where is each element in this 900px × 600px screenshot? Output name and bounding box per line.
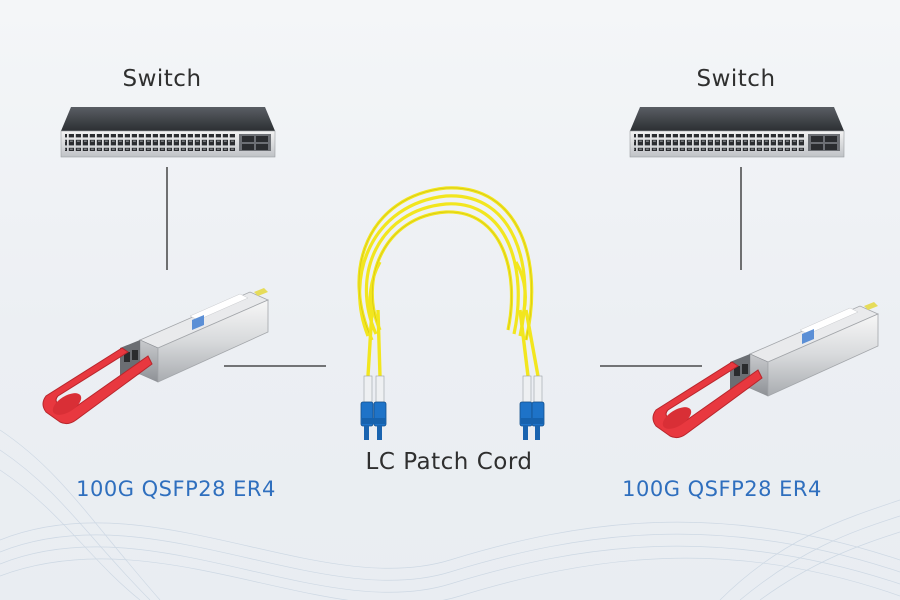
patch-cord-label: LC Patch Cord bbox=[365, 449, 533, 475]
right-lc-connector-icon bbox=[519, 401, 545, 440]
right-module-label: 100G QSFP28 ER4 bbox=[622, 477, 822, 501]
right-switch-label: Switch bbox=[696, 66, 776, 92]
lc-patch-cord-icon bbox=[357, 186, 545, 440]
right-qsfp28-module-icon bbox=[652, 301, 879, 439]
left-qsfp28-module-icon bbox=[42, 287, 269, 425]
right-switch-icon bbox=[629, 106, 845, 158]
left-lc-connector-icon bbox=[360, 401, 387, 440]
left-switch-label: Switch bbox=[122, 66, 202, 92]
left-switch-icon bbox=[60, 106, 276, 158]
left-module-label: 100G QSFP28 ER4 bbox=[76, 477, 276, 501]
background-wave-lines bbox=[0, 429, 900, 600]
